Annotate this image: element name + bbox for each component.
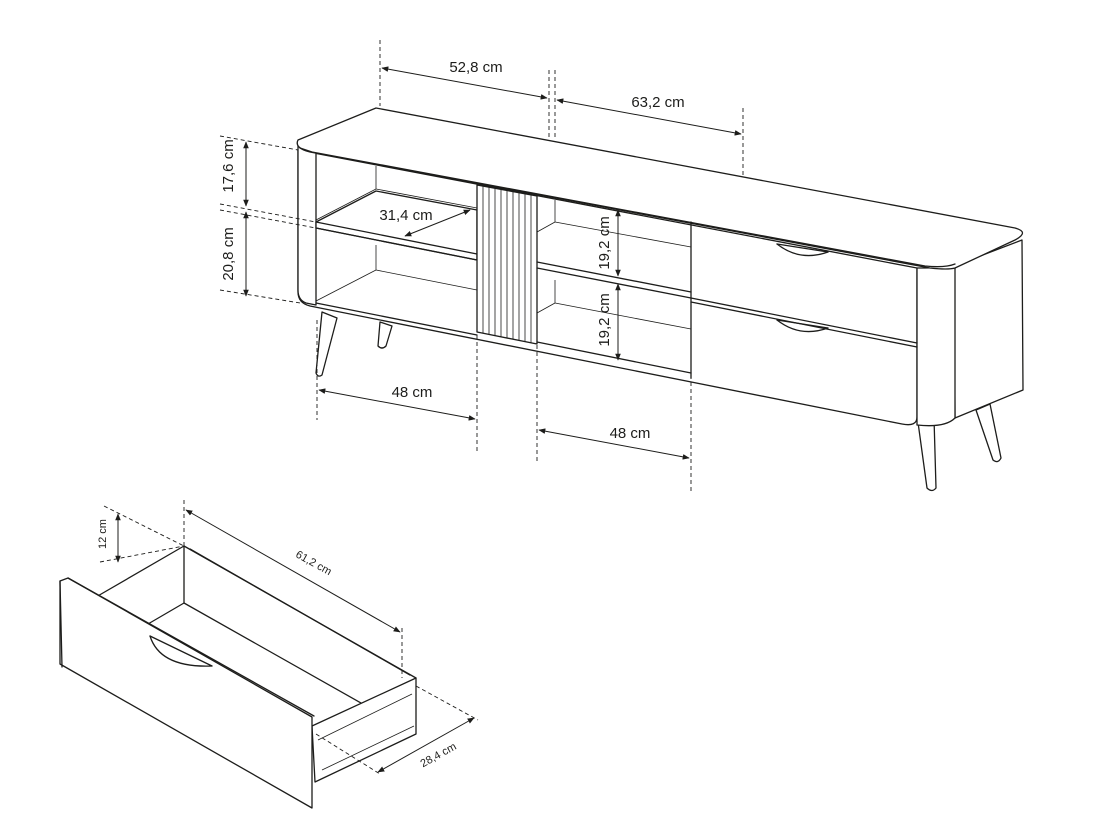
dim-drawer-height: 12 cm [97, 519, 109, 549]
left-side-panel [297, 145, 317, 306]
drawer-right-side [311, 677, 417, 783]
tv-cabinet [296, 107, 1024, 492]
drawer-handle [149, 635, 213, 667]
dim-top-left-width: 52,8 cm [449, 59, 502, 76]
drawer-left-side [95, 545, 185, 625]
right-rounded-side [916, 265, 956, 427]
dim-shelf-depth: 31,4 cm [379, 207, 432, 224]
dim-drawer-depth: 28,4 cm [419, 741, 459, 770]
dim-bottom-middle-width: 48 cm [610, 425, 651, 442]
open-shelves-left [315, 166, 478, 336]
dim-middle-upper-height: 19,2 cm [596, 216, 613, 269]
dim-lower-shelf-height: 20,8 cm [220, 227, 237, 280]
dim-bottom-left-width: 48 cm [392, 384, 433, 401]
slatted-panel [476, 184, 538, 345]
cabinet-legs [315, 311, 1002, 492]
dim-top-right-width: 63,2 cm [631, 94, 684, 111]
drawer-handle-lower [776, 319, 829, 333]
cabinet-dimensions: 52,8 cm 63,2 cm 17,6 cm 20,8 cm 31,4 cm … [219, 40, 744, 492]
dim-middle-lower-height: 19,2 cm [596, 293, 613, 346]
right-end-panel [953, 239, 1024, 419]
drawer-detail: 12 cm 61,2 cm 28,4 cm [59, 500, 479, 809]
dim-upper-shelf-height: 17,6 cm [220, 139, 237, 192]
drawer-handle-upper [776, 243, 829, 257]
open-shelves-middle [536, 200, 692, 374]
dim-drawer-length: 61,2 cm [293, 549, 333, 578]
drawer-front [59, 577, 313, 809]
cabinet-drawers [690, 221, 918, 379]
